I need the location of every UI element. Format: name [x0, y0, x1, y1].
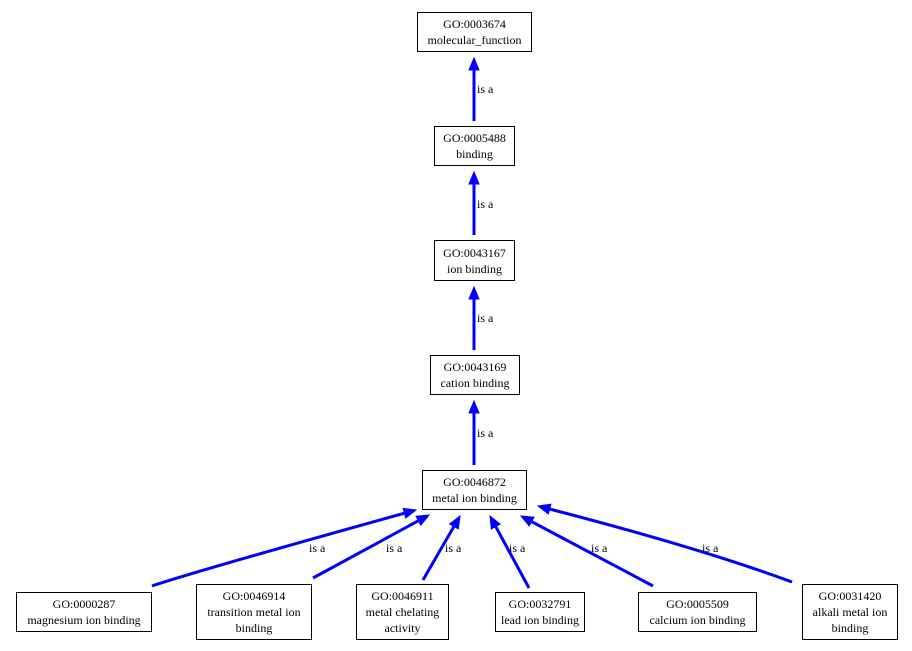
node-id: GO:0005488: [443, 131, 506, 145]
edge-arrowhead-0031420-0046872: [536, 503, 552, 515]
edge-arrowhead-0046872-0043169: [468, 399, 480, 414]
node-name: magnesium ion binding: [27, 613, 141, 627]
edge-label-0046872-0043169: is a: [477, 426, 494, 440]
edge-arrowhead-0005509-0046872: [519, 515, 535, 527]
node-go-0043167[interactable]: GO:0043167 ion binding: [434, 240, 515, 281]
node-name: metal ion binding: [432, 491, 517, 505]
edge-label-0046911-0046872: is a: [445, 541, 462, 555]
node-id: GO:0046911: [371, 589, 434, 603]
node-go-0043169[interactable]: GO:0043169 cation binding: [430, 355, 520, 395]
edge-arrowhead-0000287-0046872: [402, 507, 418, 519]
node-name: calcium ion binding: [649, 613, 746, 627]
edge-arrowhead-0005488-0003674: [468, 56, 480, 71]
node-id: GO:0003674: [443, 17, 506, 31]
edge-line-0000287-0046872: [151, 511, 405, 588]
node-id: GO:0000287: [52, 597, 116, 611]
edge-label-0046914-0046872: is a: [386, 541, 403, 555]
edge-arrowhead-0043169-0043167: [468, 285, 480, 300]
edge-line-0046911-0046872: [421, 525, 456, 581]
node-go-0046872[interactable]: GO:0046872 metal ion binding: [422, 470, 527, 510]
edge-label-0005488-0003674: is a: [477, 82, 494, 96]
edge-arrowhead-0043167-0005488: [468, 170, 480, 185]
node-go-0000287[interactable]: GO:0000287 magnesium ion binding: [16, 592, 152, 632]
edge-line-0032791-0046872: [494, 525, 531, 589]
node-go-0031420[interactable]: GO:0031420 alkali metal ion binding: [802, 584, 898, 640]
edge-line-0046914-0046872: [312, 519, 420, 580]
node-go-0032791[interactable]: GO:0032791 lead ion binding: [495, 592, 585, 632]
edge-label-0043169-0043167: is a: [477, 311, 494, 325]
node-go-0046911[interactable]: GO:0046911 metal chelating activity: [356, 584, 449, 640]
edge-arrowhead-0046914-0046872: [415, 514, 431, 527]
edge-label-0043167-0005488: is a: [477, 197, 494, 211]
edge-label-0031420-0046872: is a: [702, 541, 719, 555]
node-name: cation binding: [440, 376, 510, 390]
node-id: GO:0005509: [666, 597, 729, 611]
edge-label-0032791-0046872: is a: [509, 541, 526, 555]
edge-arrowhead-0032791-0046872: [489, 514, 502, 530]
node-go-0003674[interactable]: GO:0003674 molecular_function: [417, 12, 532, 52]
node-id: GO:0043169: [443, 360, 507, 374]
node-id: GO:0046872: [443, 475, 506, 489]
edge-label-0000287-0046872: is a: [309, 541, 326, 555]
node-name: ion binding: [446, 261, 502, 276]
node-name: binding: [456, 147, 493, 161]
node-id: GO:0046914: [222, 589, 286, 603]
node-go-0005488[interactable]: GO:0005488 binding: [434, 126, 515, 166]
edge-line-0005509-0046872: [530, 520, 654, 588]
edge-line-0031420-0046872: [549, 507, 793, 584]
node-name: transition metal ion binding: [207, 605, 301, 635]
edge-label-0005509-0046872: is a: [591, 541, 608, 555]
node-name: metal chelating activity: [365, 605, 440, 635]
node-name: alkali metal ion binding: [812, 605, 888, 635]
node-name: molecular_function: [427, 33, 522, 47]
node-id: GO:0031420: [818, 589, 882, 603]
node-id: GO:0032791: [508, 597, 572, 611]
node-go-0005509[interactable]: GO:0005509 calcium ion binding: [638, 592, 757, 632]
edge-arrowhead-0046911-0046872: [448, 514, 461, 530]
node-go-0046914[interactable]: GO:0046914 transition metal ion binding: [196, 584, 312, 640]
node-id: GO:0043167: [443, 245, 506, 260]
node-name: lead ion binding: [501, 613, 579, 627]
